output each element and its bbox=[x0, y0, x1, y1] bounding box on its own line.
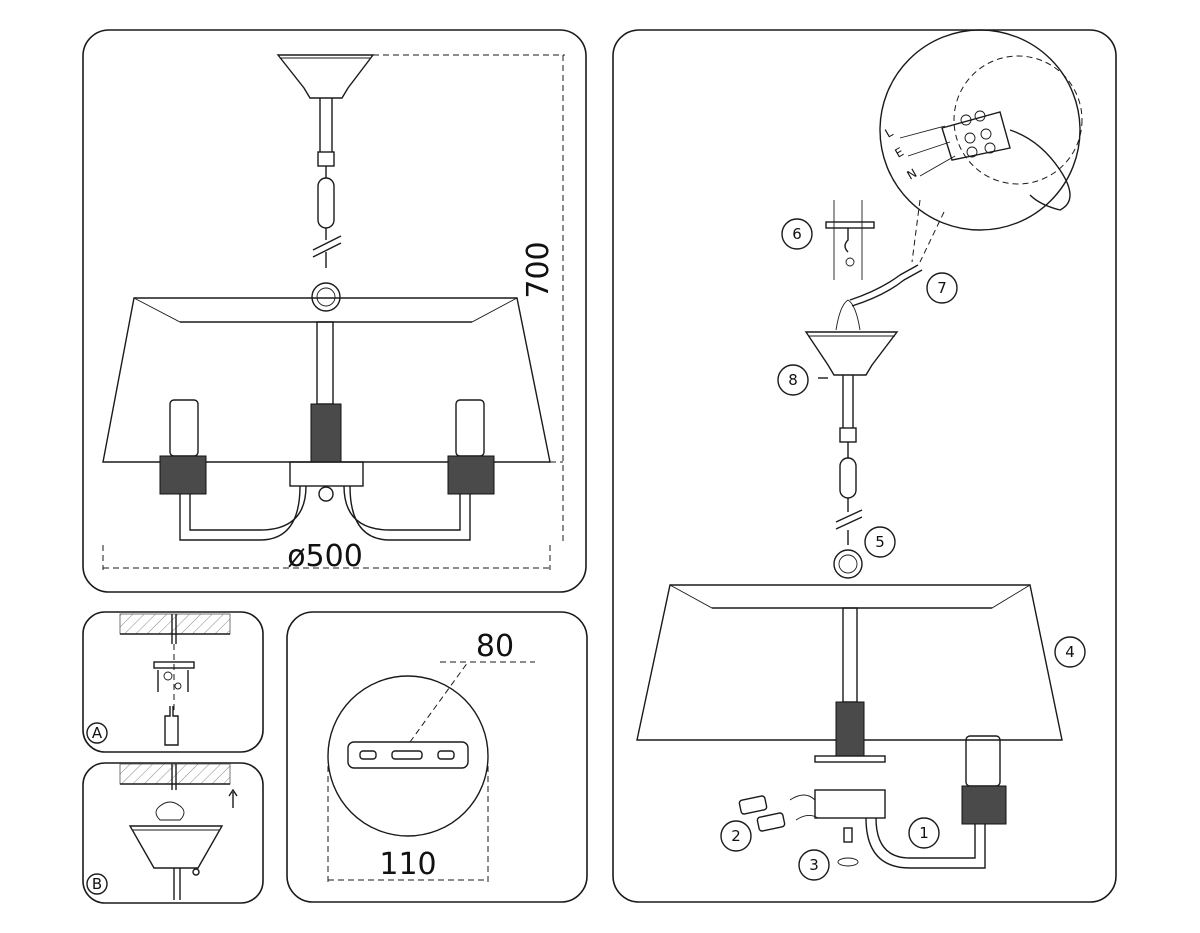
canopy-width-dimension: 110 bbox=[379, 847, 436, 882]
step-a-panel bbox=[82, 611, 264, 753]
height-dimension: 700 bbox=[521, 241, 556, 298]
dimensions-panel bbox=[82, 29, 587, 593]
diameter-dimension: ø500 bbox=[287, 539, 363, 574]
callout-7: 7 bbox=[937, 279, 947, 297]
step-b-panel bbox=[82, 762, 264, 904]
callout-1: 1 bbox=[919, 824, 929, 842]
callout-6: 6 bbox=[792, 225, 802, 243]
canopy-height-dimension: 80 bbox=[476, 629, 514, 664]
callouts bbox=[720, 218, 1086, 881]
callout-4: 4 bbox=[1065, 643, 1075, 661]
canopy-bracket-panel bbox=[286, 611, 588, 903]
step-b-label: B bbox=[92, 875, 102, 893]
callout-5: 5 bbox=[875, 533, 885, 551]
step-a-label: A bbox=[92, 724, 103, 742]
callout-2: 2 bbox=[731, 827, 741, 845]
exploded-assembly-panel bbox=[612, 29, 1117, 903]
callout-8: 8 bbox=[788, 371, 798, 389]
callout-3: 3 bbox=[809, 856, 819, 874]
